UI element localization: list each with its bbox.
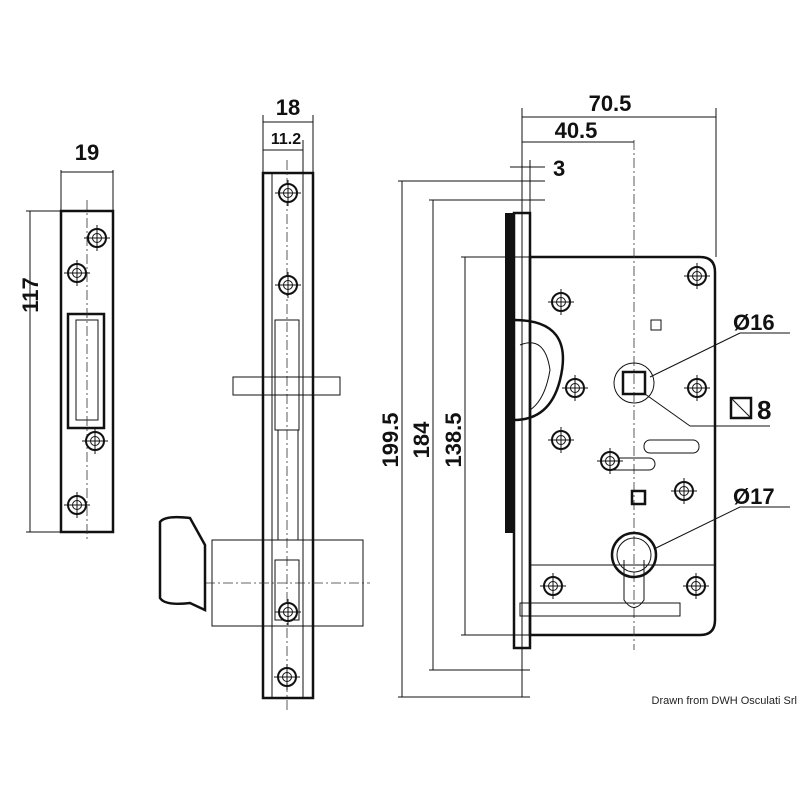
screw-icon xyxy=(274,664,300,690)
dim-40-5-label: 40.5 xyxy=(555,118,598,143)
square-symbol-icon xyxy=(729,396,753,420)
dim-138-5-label: 138.5 xyxy=(441,412,466,467)
screw-icon xyxy=(548,289,574,315)
dim-117-label: 117 xyxy=(18,277,43,313)
cylinder-knob xyxy=(158,515,207,612)
dim-11-2-label: 11.2 xyxy=(271,131,301,148)
screw-icon xyxy=(597,448,623,474)
dim-3-label: 3 xyxy=(553,156,565,181)
screw-icon xyxy=(562,375,588,401)
screw-icon xyxy=(548,427,574,453)
screw-icon xyxy=(540,573,566,599)
screw-icon xyxy=(275,180,301,206)
credit-caption: Drawn from DWH Osculati Srl xyxy=(652,695,797,707)
dimension-faceplate-width: 18 11.2 xyxy=(262,95,314,173)
callout-cylinder: Ø17 xyxy=(655,484,790,549)
dim-199-5-label: 199.5 xyxy=(378,412,403,467)
screw-icon xyxy=(684,263,710,289)
screws xyxy=(64,180,710,690)
dim-19-label: 19 xyxy=(75,140,99,165)
dimension-heights: 199.5 184 138.5 xyxy=(378,180,545,698)
dim-18-label: 18 xyxy=(276,95,300,120)
screw-icon xyxy=(275,599,301,625)
dimension-strike-width: 19 xyxy=(60,140,114,211)
lock-case xyxy=(505,140,717,697)
dim-square-8-label: 8 xyxy=(757,395,771,425)
dim-184-label: 184 xyxy=(409,421,434,458)
screw-icon xyxy=(684,375,710,401)
strike-plate xyxy=(59,200,115,540)
callout-spindle: Ø16 8 xyxy=(644,310,790,427)
dim-o17-label: Ø17 xyxy=(733,484,775,509)
dimension-strike-height: 117 xyxy=(18,210,61,533)
dim-70-5-label: 70.5 xyxy=(589,91,632,116)
screw-icon xyxy=(683,573,709,599)
spindle-hole xyxy=(613,362,655,404)
dim-o16-label: Ø16 xyxy=(733,310,775,335)
screw-icon xyxy=(84,225,110,251)
screw-icon xyxy=(82,428,108,454)
screw-icon xyxy=(64,260,90,286)
side-view xyxy=(158,160,370,710)
cylinder-hole xyxy=(610,531,658,608)
screw-icon xyxy=(671,478,697,504)
screw-icon xyxy=(64,492,90,518)
screw-icon xyxy=(275,272,301,298)
dimension-case-depth: 70.5 40.5 3 xyxy=(510,91,717,257)
